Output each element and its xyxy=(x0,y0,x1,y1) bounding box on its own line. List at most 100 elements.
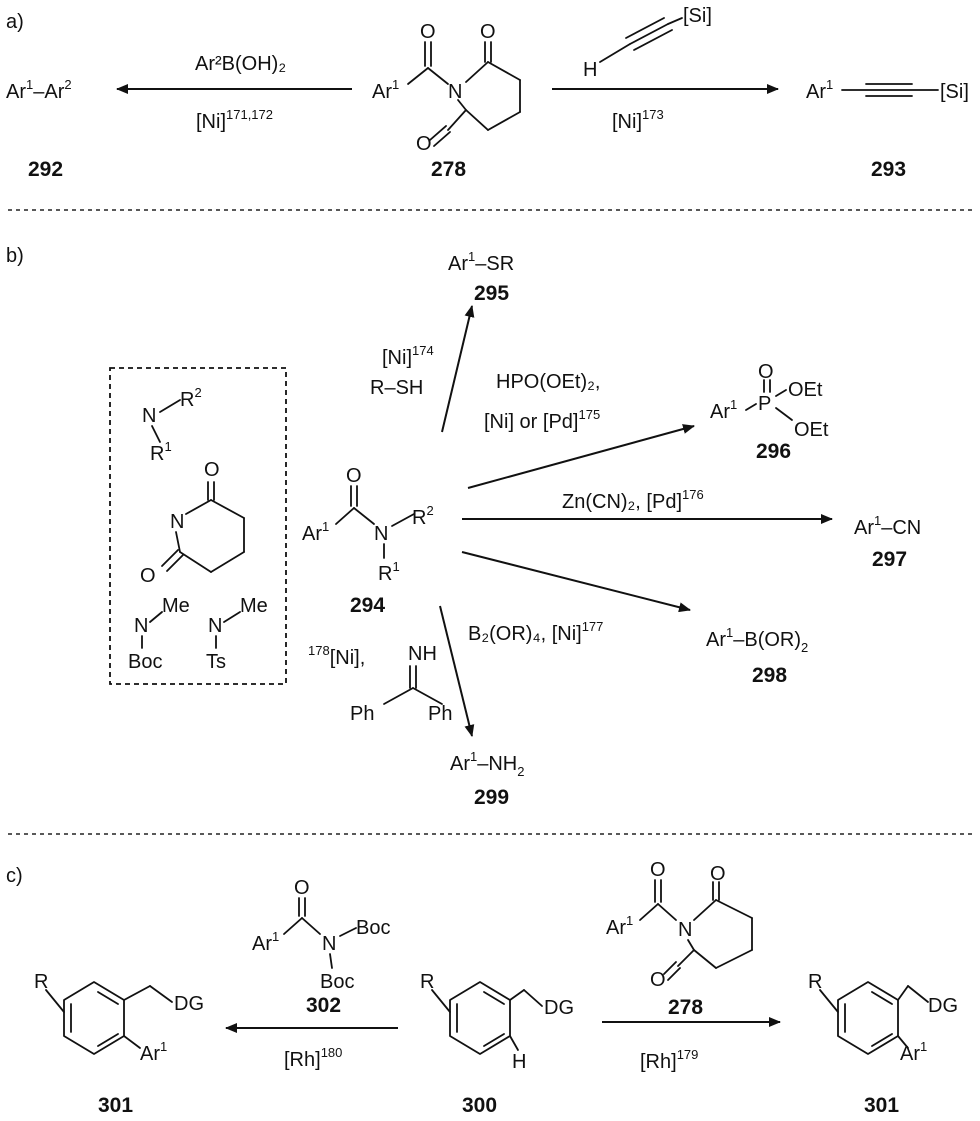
svg-text:O: O xyxy=(650,859,666,881)
compound-label-278-c: 278 xyxy=(668,996,703,1019)
svg-text:OEt: OEt xyxy=(788,379,823,401)
condition-suzuki-reagent: Ar²B(OH)₂ xyxy=(195,53,286,75)
svg-text:Me: Me xyxy=(240,595,268,617)
reagent-benzophenone-imine: NH Ph Ph xyxy=(350,643,452,725)
svg-text:O: O xyxy=(710,863,726,885)
condition-alkynylation-catalyst: [Ni]173 xyxy=(612,107,664,133)
svg-text:R1: R1 xyxy=(150,439,172,465)
svg-text:R: R xyxy=(34,971,48,993)
compound-label-300: 300 xyxy=(462,1094,497,1117)
compound-label-298: 298 xyxy=(752,664,787,687)
amide-options-box xyxy=(109,367,287,685)
condition-phosphonation-catalyst: [Ni] or [Pd]175 xyxy=(484,407,600,433)
arrow-294-to-296 xyxy=(467,424,695,489)
svg-text:R1: R1 xyxy=(378,559,400,585)
svg-text:Ph: Ph xyxy=(428,703,452,725)
svg-text:N: N xyxy=(170,511,184,533)
svg-text:O: O xyxy=(758,361,774,383)
structure-294: Ar1 O N R2 R1 294 xyxy=(302,465,434,617)
svg-text:O: O xyxy=(294,877,310,899)
svg-text:N: N xyxy=(678,919,692,941)
svg-text:N: N xyxy=(322,933,336,955)
structure-301-right: R DG Ar1 301 xyxy=(808,971,958,1117)
condition-thiolation-reagent: R–SH xyxy=(370,377,423,399)
compound-label-299: 299 xyxy=(474,786,509,809)
compound-label-295: 295 xyxy=(474,282,509,305)
structure-300: R DG H 300 xyxy=(420,971,574,1117)
condition-rh-right: [Rh]179 xyxy=(640,1047,698,1073)
product-297: Ar1–CN xyxy=(854,513,921,539)
svg-text:[Si]: [Si] xyxy=(940,81,969,103)
svg-text:Ar1: Ar1 xyxy=(606,913,633,939)
svg-text:Boc: Boc xyxy=(356,917,390,939)
reagent-278-c: Ar1 O N O O 278 xyxy=(606,859,753,1019)
svg-text:N: N xyxy=(142,405,156,427)
reagent-302: Ar1 O N Boc Boc 302 xyxy=(252,877,390,1017)
option-n-boc-methyl: N Me Boc xyxy=(128,595,190,673)
svg-text:H: H xyxy=(583,59,597,81)
product-292: Ar1–Ar2 292 xyxy=(6,77,72,181)
compound-label-278: 278 xyxy=(431,158,466,181)
compound-label-297: 297 xyxy=(872,548,907,571)
option-n-tosyl-methyl: N Me Ts xyxy=(206,595,268,673)
svg-text:R2: R2 xyxy=(412,503,434,529)
svg-text:NH: NH xyxy=(408,643,437,665)
reagent-silyl-alkyne: H [Si] xyxy=(583,5,712,81)
svg-text:O: O xyxy=(140,565,156,587)
panel-label-b: b) xyxy=(6,245,24,267)
product-295: Ar1–SR xyxy=(448,249,514,275)
compound-label-293: 293 xyxy=(871,158,906,181)
svg-text:Boc: Boc xyxy=(128,651,162,673)
svg-text:Boc: Boc xyxy=(320,971,354,993)
option-glutarimide: O N O xyxy=(140,459,245,587)
panel-label-c: c) xyxy=(6,865,23,887)
svg-text:N: N xyxy=(374,523,388,545)
arrow-294-to-295 xyxy=(441,305,475,433)
svg-text:Ar1: Ar1 xyxy=(372,77,399,103)
svg-text:O: O xyxy=(346,465,362,487)
svg-text:Me: Me xyxy=(162,595,190,617)
svg-text:Ar1: Ar1 xyxy=(140,1039,167,1065)
svg-text:N: N xyxy=(134,615,148,637)
arrow-294-to-299 xyxy=(439,605,475,737)
condition-cyanation: Zn(CN)₂, [Pd]176 xyxy=(562,487,704,513)
panel-label-a: a) xyxy=(6,11,24,33)
condition-borylation: B₂(OR)₄, [Ni]177 xyxy=(468,619,603,645)
svg-text:N: N xyxy=(208,615,222,637)
svg-text:Ts: Ts xyxy=(206,651,226,673)
svg-text:P: P xyxy=(758,393,771,415)
option-generic-amine: N R2 R1 xyxy=(142,385,202,465)
svg-text:Ar1: Ar1 xyxy=(900,1039,927,1065)
structure-278: Ar1 O N O O 278 xyxy=(372,21,521,181)
condition-rh-left: [Rh]180 xyxy=(284,1045,342,1071)
svg-text:O: O xyxy=(204,459,220,481)
compound-label-301-left: 301 xyxy=(98,1094,133,1117)
svg-text:O: O xyxy=(480,21,496,43)
svg-text:Ar1–Ar2: Ar1–Ar2 xyxy=(6,77,72,103)
svg-text:R2: R2 xyxy=(180,385,202,411)
compound-label-294: 294 xyxy=(350,594,385,617)
svg-text:R: R xyxy=(420,971,434,993)
svg-text:DG: DG xyxy=(174,993,204,1015)
arrow-294-to-298 xyxy=(461,551,691,613)
svg-text:R: R xyxy=(808,971,822,993)
svg-text:H: H xyxy=(512,1051,526,1073)
svg-text:Ar1: Ar1 xyxy=(806,77,833,103)
svg-text:O: O xyxy=(650,969,666,991)
svg-text:Ar1: Ar1 xyxy=(302,519,329,545)
condition-suzuki-catalyst: [Ni]171,172 xyxy=(196,107,273,133)
compound-label-296: 296 xyxy=(756,440,791,463)
product-293: Ar1 [Si] 293 xyxy=(806,77,969,181)
svg-text:O: O xyxy=(416,133,432,155)
svg-text:OEt: OEt xyxy=(794,419,829,441)
svg-text:O: O xyxy=(420,21,436,43)
compound-label-302: 302 xyxy=(306,994,341,1017)
svg-text:Ar1: Ar1 xyxy=(710,397,737,423)
svg-text:Ar1: Ar1 xyxy=(252,929,279,955)
structure-301-left: R DG Ar1 301 xyxy=(34,971,204,1117)
svg-text:DG: DG xyxy=(928,995,958,1017)
compound-label-301-right: 301 xyxy=(864,1094,899,1117)
condition-thiolation-catalyst: [Ni]174 xyxy=(382,343,434,369)
compound-label-292: 292 xyxy=(28,158,63,181)
